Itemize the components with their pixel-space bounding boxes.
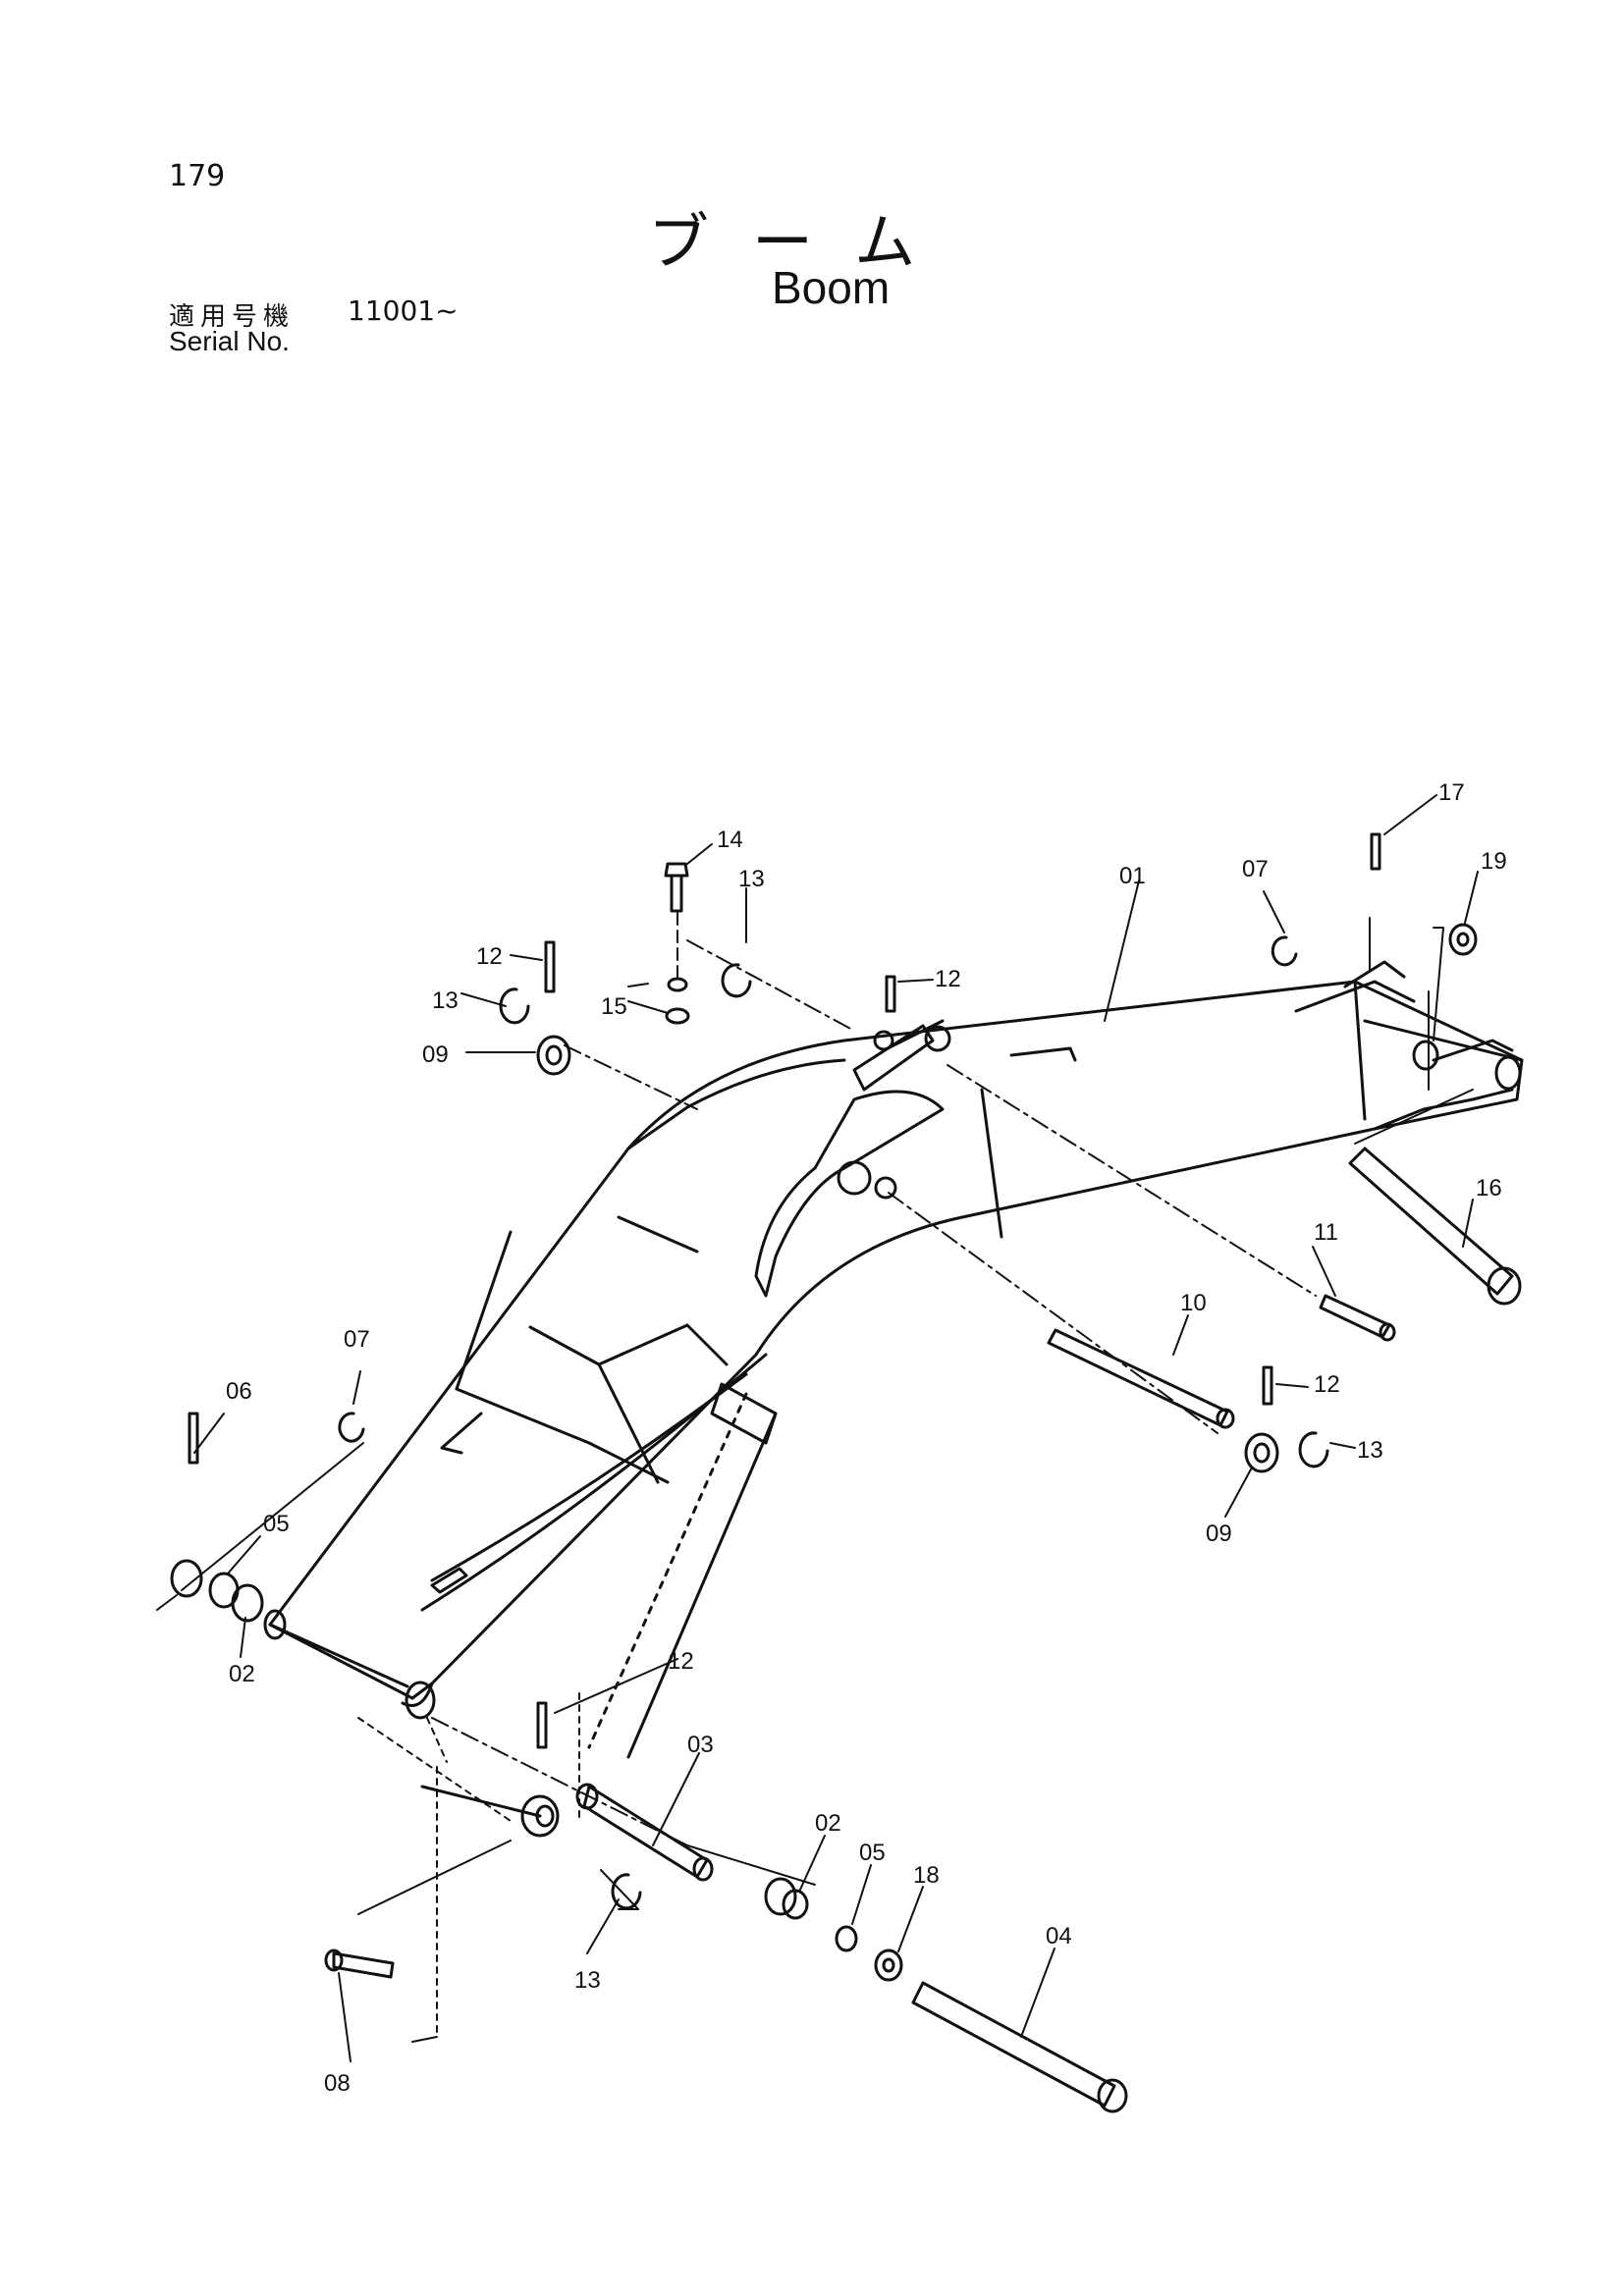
callout-08: 08 (324, 2070, 351, 2097)
callout-17: 17 (1438, 779, 1465, 806)
page-title-english: Boom (772, 262, 891, 313)
serial-label-japanese: 適用号機 (169, 302, 296, 332)
callout-07-left: 07 (344, 1326, 370, 1353)
serial-number-value: 11001~ (348, 294, 459, 327)
callout-leaders (193, 794, 1479, 2062)
callout-06: 06 (226, 1378, 252, 1405)
callout-13-lower: 13 (574, 1967, 601, 1994)
page-title-japanese: ブーム (648, 206, 959, 278)
callout-05-lower: 05 (859, 1840, 886, 1866)
leader-lines (156, 912, 1474, 2043)
callout-labels: 01 17 19 07 14 13 15 12 13 09 12 11 16 1… (226, 779, 1507, 2097)
callout-04: 04 (1046, 1923, 1072, 1949)
callout-12-right: 12 (1314, 1371, 1340, 1398)
callout-12-lower: 12 (668, 1648, 694, 1675)
callout-16: 16 (1476, 1175, 1502, 1201)
callout-15: 15 (601, 993, 627, 1020)
callout-09-left: 09 (422, 1041, 449, 1068)
callout-14: 14 (717, 827, 743, 853)
parts (170, 832, 1522, 2113)
callout-01: 01 (1119, 863, 1146, 889)
callout-09-right: 09 (1206, 1521, 1232, 1547)
callout-02-left: 02 (229, 1661, 255, 1687)
callout-05-left: 05 (263, 1511, 290, 1537)
serial-label-english: Serial No. (169, 326, 290, 356)
page-number: 179 (169, 159, 226, 193)
callout-10: 10 (1180, 1290, 1207, 1316)
callout-11: 11 (1314, 1219, 1338, 1246)
callout-13-right: 13 (1357, 1437, 1383, 1464)
callout-12-left: 12 (476, 943, 503, 970)
callout-12-mid: 12 (935, 966, 961, 992)
callout-13-left: 13 (432, 988, 459, 1014)
boom-body (263, 960, 1524, 1759)
callout-18: 18 (913, 1862, 940, 1889)
callout-13-top: 13 (738, 866, 765, 892)
callout-07-top: 07 (1242, 856, 1269, 882)
callout-03: 03 (687, 1732, 714, 1758)
callout-19: 19 (1481, 848, 1507, 875)
callout-02-lower: 02 (815, 1810, 841, 1837)
